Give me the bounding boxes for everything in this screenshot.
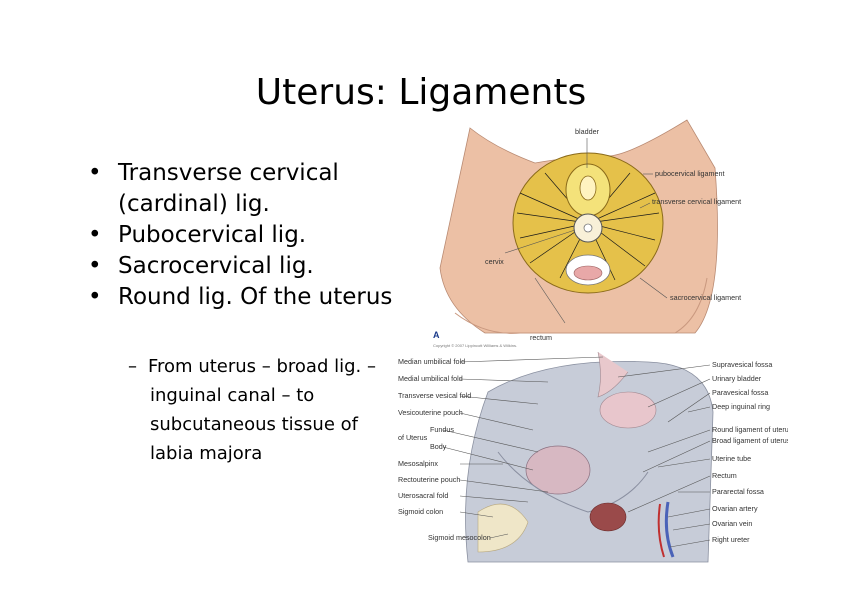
label-round-ligament: Round ligament of uterus bbox=[712, 425, 788, 434]
bullet-list: • Transverse cervical (cardinal) lig. • Pu… bbox=[88, 158, 408, 313]
label-mesosalpinx: Mesosalpinx bbox=[398, 459, 438, 468]
sub-bullet-text: From uterus – broad lig. – inguinal cana… bbox=[148, 356, 376, 464]
label-sigmoid-mesocolon: Sigmoid mesocolon bbox=[428, 533, 491, 542]
bullet-glyph: • bbox=[88, 160, 102, 186]
bullet-item: • Sacrocervical lig. bbox=[88, 251, 408, 282]
bullet-glyph: • bbox=[88, 253, 102, 279]
label-sacrocervical-ligament: sacrocervical ligament bbox=[670, 293, 741, 302]
label-rectouterine-pouch: Rectouterine pouch bbox=[398, 475, 460, 484]
bullet-text: Round lig. Of the uterus bbox=[118, 284, 393, 310]
figure-caption-top: A Copyright © 2007 Lippincott Williams &… bbox=[433, 330, 517, 348]
bullet-item: • Round lig. Of the uterus bbox=[88, 282, 408, 313]
right-leader-lines bbox=[617, 364, 711, 548]
label-medial-umbilical-fold: Medial umbilical fold bbox=[398, 374, 463, 383]
bullet-glyph: • bbox=[88, 284, 102, 310]
label-pararectal-fossa: Pararectal fossa bbox=[712, 487, 764, 496]
label-transverse-vesical-fold: Transverse vesical fold bbox=[398, 391, 471, 400]
sub-bullet: – From uterus – broad lig. – inguinal ca… bbox=[128, 352, 403, 468]
label-broad-ligament: Broad ligament of uterus bbox=[712, 436, 788, 445]
left-leader-lines bbox=[442, 356, 604, 539]
bullet-text: Pubocervical lig. bbox=[118, 222, 307, 248]
copyright-note: Copyright © 2007 Lippincott Williams & W… bbox=[433, 343, 517, 348]
label-transverse-cervical-ligament: transverse cervical ligament bbox=[652, 197, 741, 206]
label-of-uterus: of Uterus bbox=[398, 433, 428, 442]
label-supravesical-fossa: Supravesical fossa bbox=[712, 360, 772, 369]
label-fundus: Fundus bbox=[430, 425, 454, 434]
label-bladder: bladder bbox=[575, 127, 600, 136]
label-sigmoid-colon: Sigmoid colon bbox=[398, 507, 443, 516]
label-rectum: rectum bbox=[530, 333, 552, 342]
label-cervix: cervix bbox=[485, 257, 504, 266]
label-right-ureter: Right ureter bbox=[712, 535, 750, 544]
label-pubocervical-ligament: pubocervical ligament bbox=[655, 169, 725, 178]
label-ovarian-vein: Ovarian vein bbox=[712, 519, 752, 528]
label-uterine-tube: Uterine tube bbox=[712, 454, 751, 463]
label-urinary-bladder: Urinary bladder bbox=[712, 374, 762, 383]
label-uterosacral-fold: Uterosacral fold bbox=[398, 491, 448, 500]
bullet-text: Sacrocervical lig. bbox=[118, 253, 314, 279]
urinary-bladder-shape bbox=[599, 391, 657, 429]
peritoneal-folds-figure: Median umbilical fold Medial umbilical f… bbox=[398, 352, 788, 563]
sigmoid-colon-shape bbox=[477, 503, 529, 553]
slide-title: Uterus: Ligaments bbox=[255, 72, 587, 113]
bullet-item: • Pubocervical lig. bbox=[88, 220, 408, 251]
panel-letter: A bbox=[433, 330, 440, 340]
bullet-item: • Transverse cervical (cardinal) lig. bbox=[88, 158, 408, 220]
label-rectum-right: Rectum bbox=[712, 471, 737, 480]
rectum-opening bbox=[589, 502, 627, 532]
label-ovarian-artery: Ovarian artery bbox=[712, 504, 758, 513]
label-paravesical-fossa: Paravesical fossa bbox=[712, 388, 768, 397]
dash-glyph: – bbox=[128, 356, 137, 377]
ligaments-cross-section-figure: bladder pubocervical ligament transverse… bbox=[439, 119, 741, 342]
label-deep-inguinal-ring: Deep inguinal ring bbox=[712, 402, 770, 411]
bullet-glyph: • bbox=[88, 222, 102, 248]
uterus-shape bbox=[525, 445, 591, 495]
label-body: Body bbox=[430, 442, 447, 451]
bullet-text: Transverse cervical (cardinal) lig. bbox=[118, 160, 339, 217]
label-median-umbilical-fold: Median umbilical fold bbox=[398, 357, 465, 366]
label-vesicouterine-pouch: Vesicouterine pouch bbox=[398, 408, 463, 417]
